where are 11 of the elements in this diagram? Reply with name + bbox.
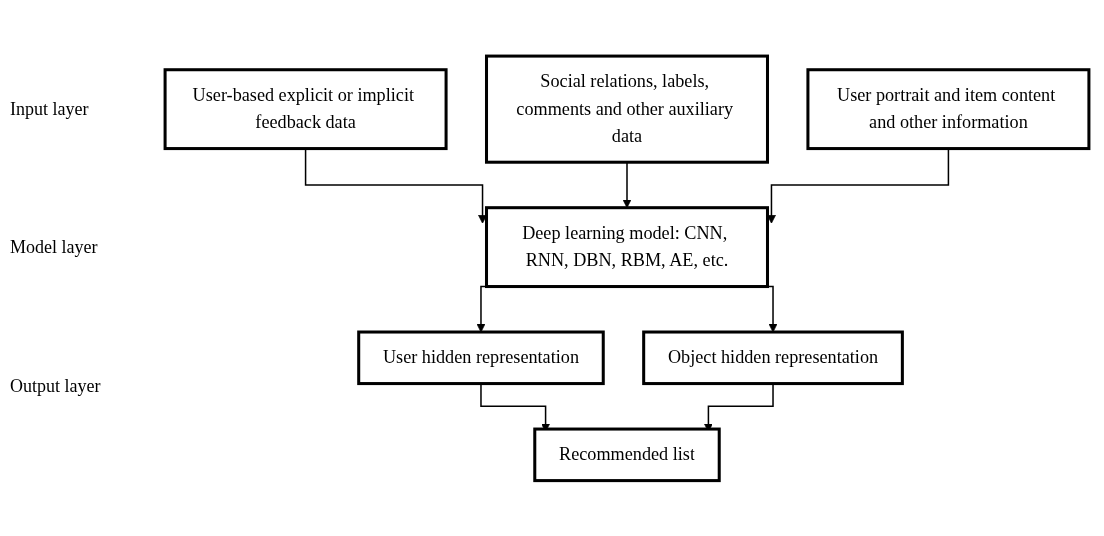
node-box: User-based explicit or implicit feedback data bbox=[163, 67, 448, 150]
node-box: Social relations, labels, comments and other auxiliary data bbox=[485, 54, 769, 164]
node-box: Recommended list bbox=[533, 427, 721, 482]
layer-label: Output layer bbox=[9, 376, 102, 398]
layer-label: Model layer bbox=[9, 237, 99, 259]
node-box: Deep learning model: CNN, RNN, DBN, RBM, AE, etc. bbox=[485, 205, 769, 288]
arrow bbox=[622, 161, 632, 208]
node-box: Object hidden representation bbox=[642, 330, 904, 385]
layer-label: Input layer bbox=[9, 98, 90, 120]
node-box: User portrait and item content and other information bbox=[806, 67, 1091, 150]
node-box: User hidden representation bbox=[357, 330, 605, 385]
